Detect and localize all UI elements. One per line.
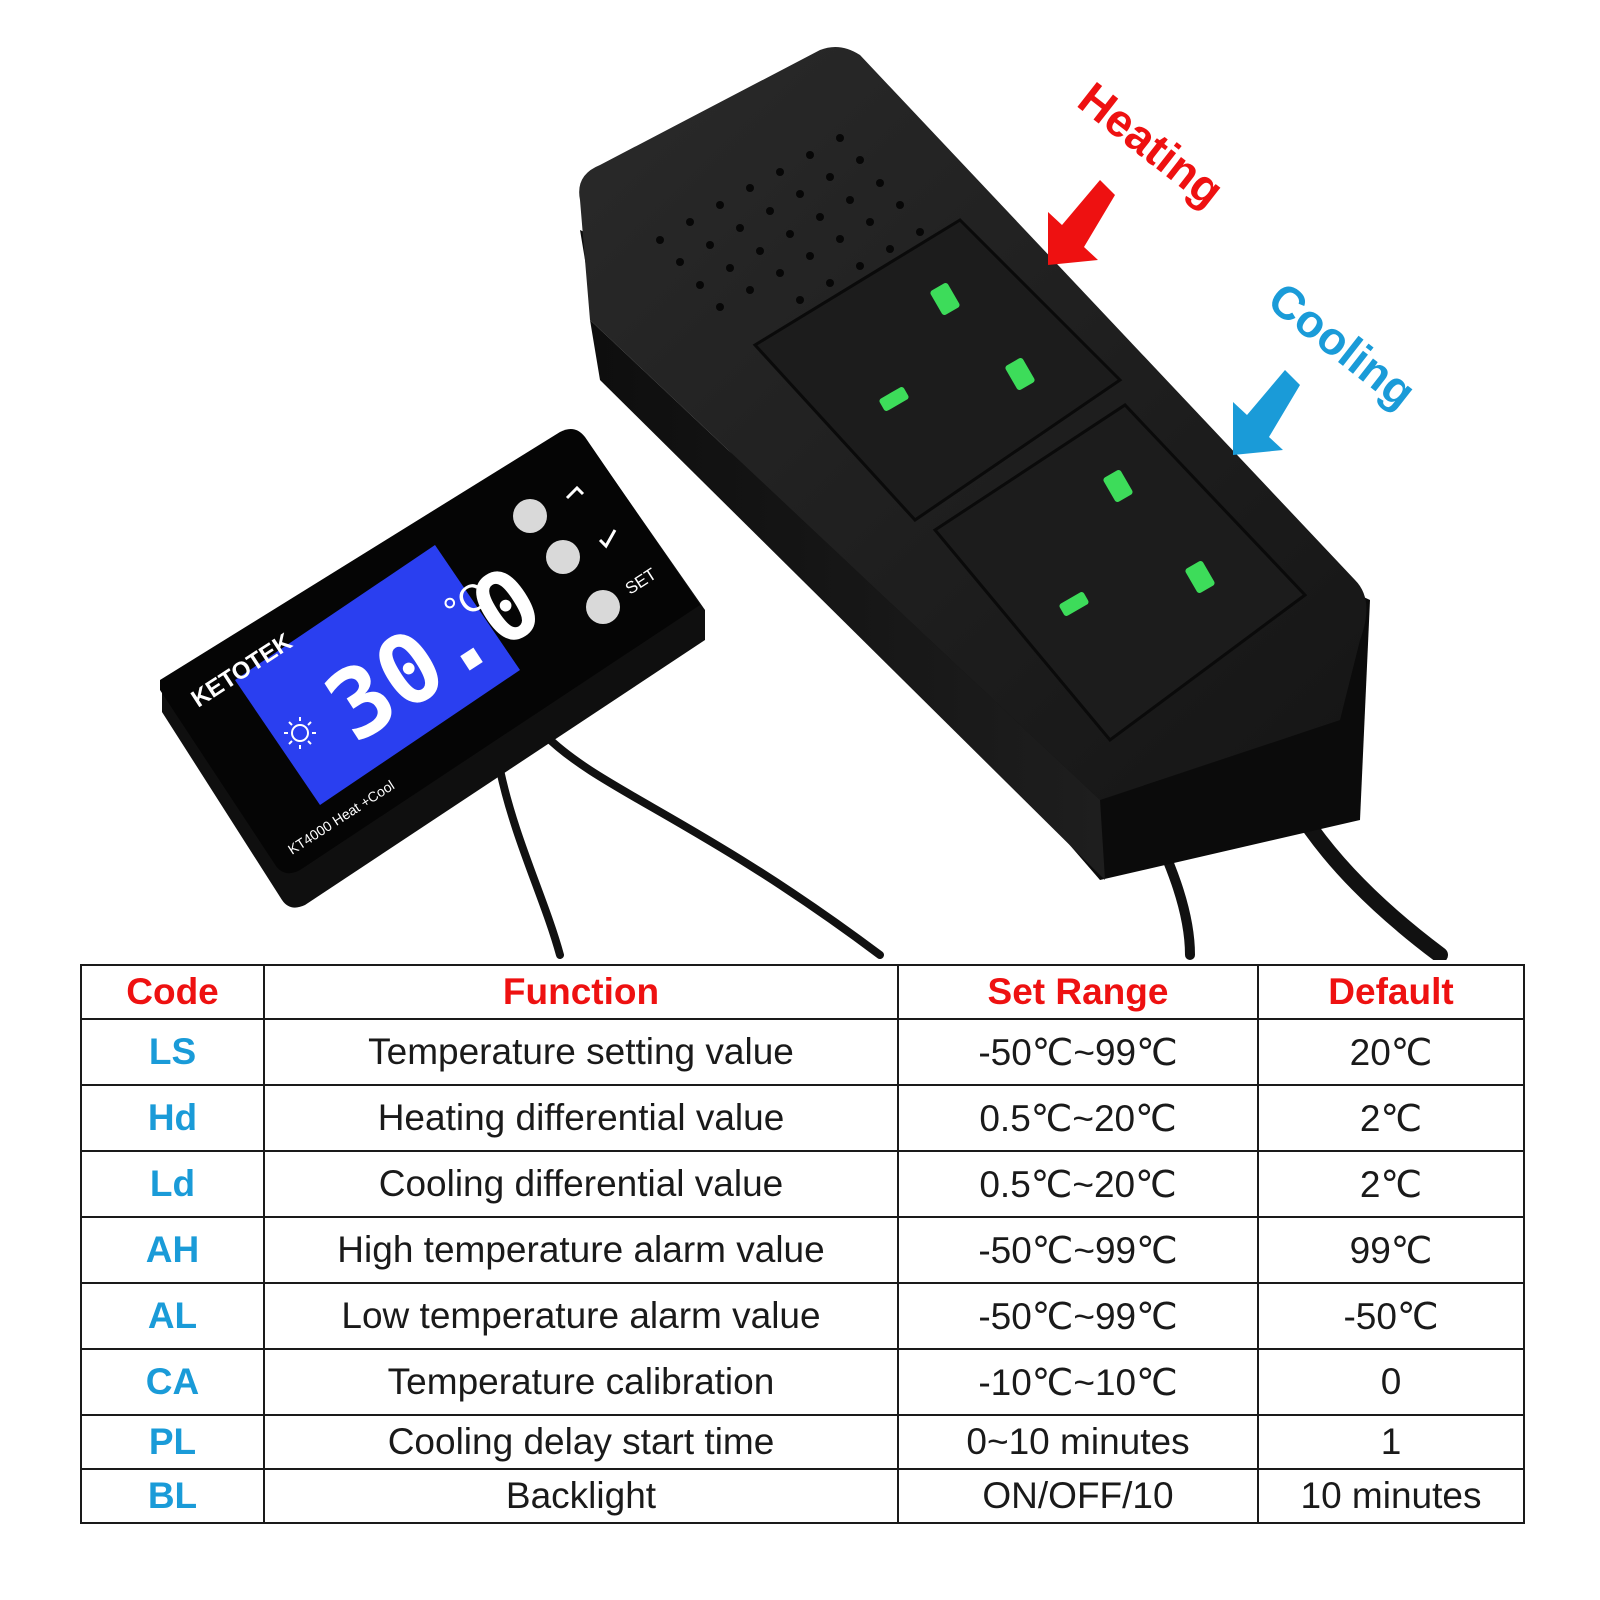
code-cell: AL xyxy=(80,1282,265,1350)
default-cell: 10 minutes xyxy=(1257,1468,1525,1524)
code-cell: PL xyxy=(80,1414,265,1470)
parameter-table: Code Function Set Range Default LS Tempe… xyxy=(80,964,1525,1524)
function-cell: Low temperature alarm value xyxy=(263,1282,899,1350)
table-row: BL Backlight ON/OFF/10 10 minutes xyxy=(80,1468,1525,1524)
table-row: PL Cooling delay start time 0~10 minutes… xyxy=(80,1414,1525,1470)
function-cell: Cooling delay start time xyxy=(263,1414,899,1470)
function-cell: Cooling differential value xyxy=(263,1150,899,1218)
cooling-arrow-icon xyxy=(1233,370,1300,455)
range-cell: -50℃~99℃ xyxy=(897,1018,1259,1086)
table-row: Hd Heating differential value 0.5℃~20℃ 2… xyxy=(80,1084,1525,1152)
cooling-callout: Cooling xyxy=(1233,272,1426,455)
heating-arrow-icon xyxy=(1048,180,1115,265)
default-cell: 2℃ xyxy=(1257,1084,1525,1152)
socket-heating xyxy=(752,218,1123,522)
code-cell: BL xyxy=(80,1468,265,1524)
default-cell: 1 xyxy=(1257,1414,1525,1470)
code-cell: LS xyxy=(80,1018,265,1086)
default-cell: 0 xyxy=(1257,1348,1525,1416)
default-cell: 2℃ xyxy=(1257,1150,1525,1218)
code-cell: Ld xyxy=(80,1150,265,1218)
up-button[interactable] xyxy=(513,499,547,533)
function-cell: High temperature alarm value xyxy=(263,1216,899,1284)
header-default: Default xyxy=(1257,964,1525,1020)
controller-unit: 30.0 °C KETOTEK KT4000 Heat +Cool SET xyxy=(160,428,705,908)
header-code: Code xyxy=(80,964,265,1020)
socket-cooling xyxy=(932,403,1308,743)
header-set-range: Set Range xyxy=(897,964,1259,1020)
code-cell: CA xyxy=(80,1348,265,1416)
range-cell: -10℃~10℃ xyxy=(897,1348,1259,1416)
set-button[interactable] xyxy=(586,590,620,624)
code-cell: Hd xyxy=(80,1084,265,1152)
product-illustration: Heating Cooling 30.0 °C KETOTEK KT4000 H… xyxy=(160,46,1448,960)
default-cell: 20℃ xyxy=(1257,1018,1525,1086)
function-cell: Temperature setting value xyxy=(263,1018,899,1086)
range-cell: ON/OFF/10 xyxy=(897,1468,1259,1524)
table-row: AH High temperature alarm value -50℃~99℃… xyxy=(80,1216,1525,1284)
range-cell: -50℃~99℃ xyxy=(897,1282,1259,1350)
range-cell: 0.5℃~20℃ xyxy=(897,1084,1259,1152)
down-button[interactable] xyxy=(546,540,580,574)
range-cell: 0~10 minutes xyxy=(897,1414,1259,1470)
table-row: AL Low temperature alarm value -50℃~99℃ … xyxy=(80,1282,1525,1350)
table-row: CA Temperature calibration -10℃~10℃ 0 xyxy=(80,1348,1525,1416)
default-cell: -50℃ xyxy=(1257,1282,1525,1350)
code-cell: AH xyxy=(80,1216,265,1284)
table-row: LS Temperature setting value -50℃~99℃ 20… xyxy=(80,1018,1525,1086)
table-row: Ld Cooling differential value 0.5℃~20℃ 2… xyxy=(80,1150,1525,1218)
heating-callout: Heating xyxy=(1048,72,1234,265)
default-cell: 99℃ xyxy=(1257,1216,1525,1284)
arrow-up-icon xyxy=(565,485,585,500)
function-cell: Backlight xyxy=(263,1468,899,1524)
vent-holes xyxy=(656,134,924,311)
header-function: Function xyxy=(263,964,899,1020)
lcd-screen xyxy=(235,545,520,805)
range-cell: 0.5℃~20℃ xyxy=(897,1150,1259,1218)
range-cell: -50℃~99℃ xyxy=(897,1216,1259,1284)
function-cell: Heating differential value xyxy=(263,1084,899,1152)
sun-icon xyxy=(284,717,316,749)
table-header-row: Code Function Set Range Default xyxy=(80,964,1525,1020)
function-cell: Temperature calibration xyxy=(263,1348,899,1416)
arrow-down-icon xyxy=(598,529,617,549)
